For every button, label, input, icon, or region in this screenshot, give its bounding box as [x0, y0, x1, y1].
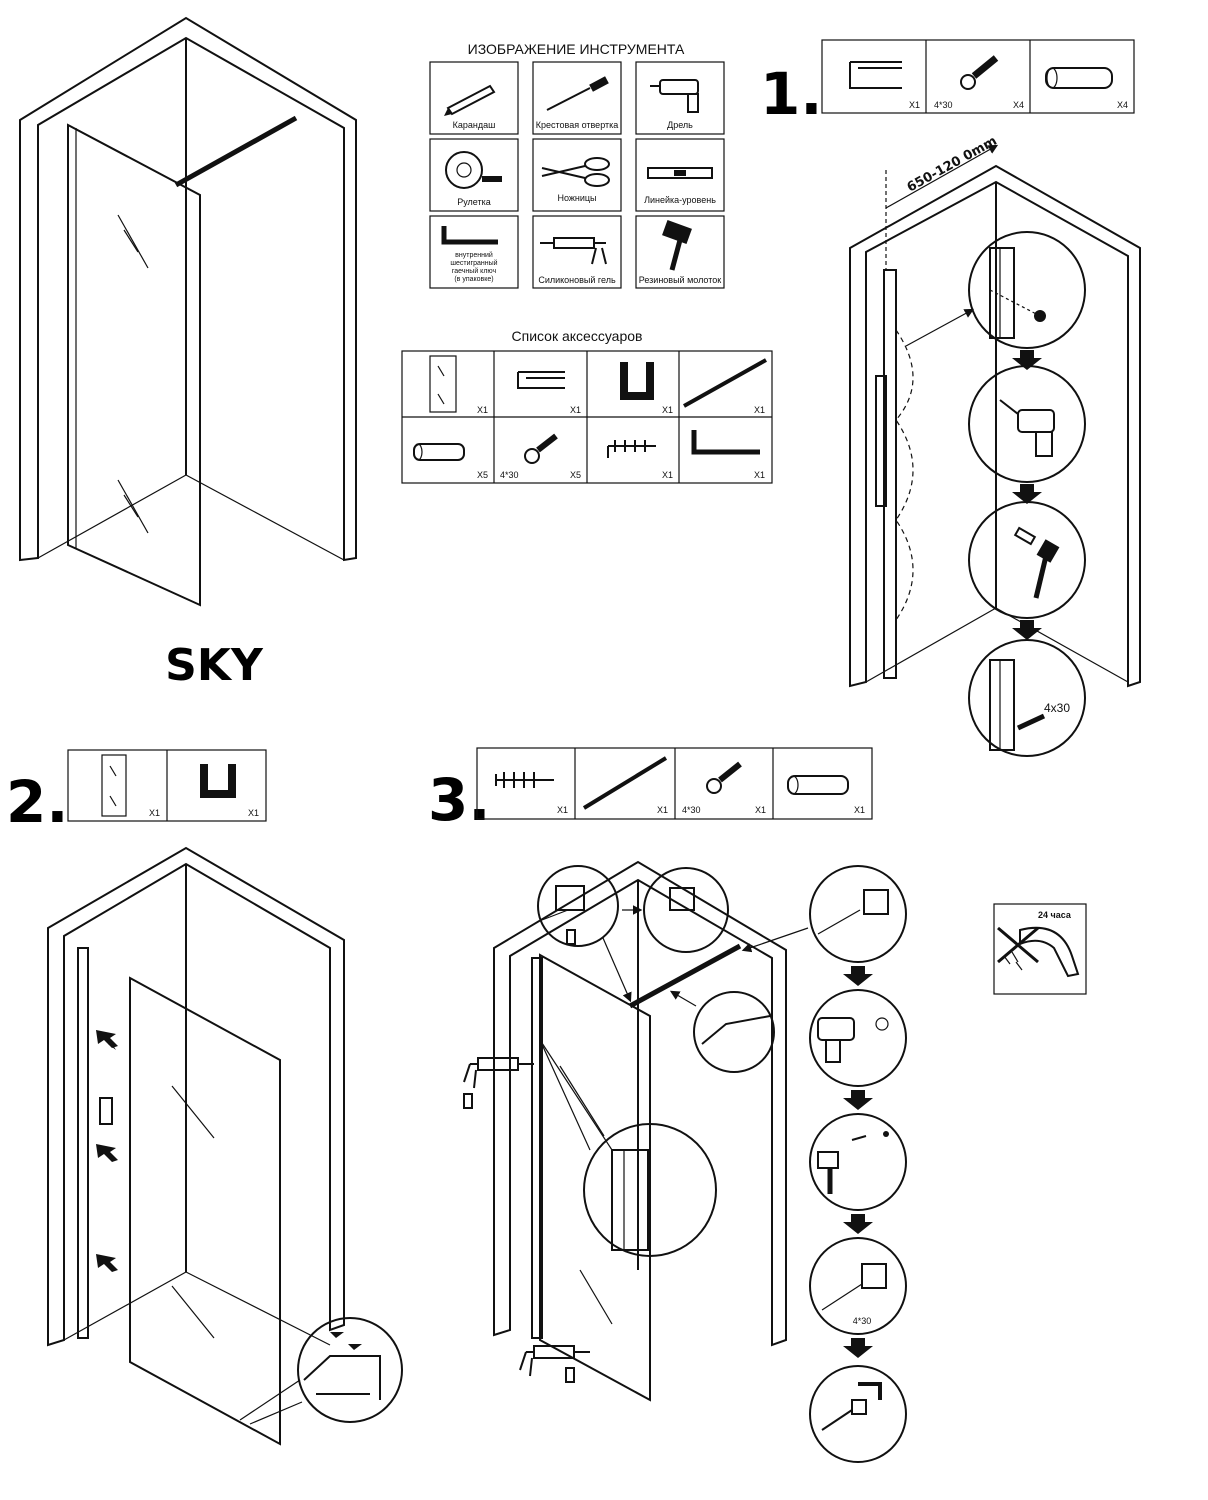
- tool-label-line: шестигранный: [450, 259, 497, 267]
- silicone-gun-icon: [463, 1057, 534, 1109]
- tool-label: Рулетка: [457, 197, 491, 207]
- support-bar-icon: [582, 756, 668, 810]
- accessory-qty: X1: [662, 470, 673, 480]
- step-3-parts: X1 X1 4*30 X1 X1: [476, 747, 873, 820]
- step-number: 1.: [760, 60, 822, 128]
- tool-label: Силиконовый гель: [538, 275, 616, 285]
- accessories-table: X1 X1 X1 X1 X5 4*30 X5 X1 X1: [401, 350, 773, 484]
- part-qty: X1: [909, 100, 920, 110]
- tool-label: Дрель: [667, 120, 693, 130]
- product-name: SKY: [165, 640, 264, 691]
- part-qty: X1: [557, 805, 568, 815]
- silicone-gun-icon: [540, 237, 607, 265]
- accessory-qty: X5: [477, 470, 488, 480]
- pencil-icon: [444, 84, 496, 116]
- screw-detail: [968, 639, 1086, 757]
- step-3-detail-sequence: 4*30: [741, 865, 907, 1463]
- accessory-qty: X1: [662, 405, 673, 415]
- tool-label: Резиновый молоток: [639, 275, 722, 285]
- screw-icon: [524, 433, 558, 464]
- tool-label-line: гаечный ключ: [452, 267, 497, 275]
- wall-plug-icon: [787, 775, 849, 795]
- glass-panel-icon: [101, 754, 127, 817]
- part-qty: X1: [854, 805, 865, 815]
- anchor-bolt-icon: [607, 440, 656, 458]
- part-qty: X4: [1117, 100, 1128, 110]
- screw-icon: [960, 55, 999, 90]
- level-ruler-icon: [647, 167, 713, 179]
- glass-panel-icon: [429, 355, 457, 413]
- hex-key-icon: [441, 226, 498, 245]
- silicone-gun-icon: [519, 1345, 590, 1383]
- drill-detail: [968, 365, 1086, 483]
- tools-grid: Карандаш Крестовая отвертка Дрель Рулетк…: [429, 61, 725, 289]
- part-qty: X1: [657, 805, 668, 815]
- sky-overview-drawing: [19, 16, 357, 607]
- accessory-qty: X1: [570, 405, 581, 415]
- support-bar-icon: [683, 358, 767, 408]
- drill-icon: [650, 79, 699, 113]
- screw-callout: 4x30: [1044, 701, 1070, 715]
- wall-plug-icon: [413, 443, 465, 461]
- step-number: 2.: [6, 768, 68, 836]
- step-1-parts: X1 4*30 X4 X4: [821, 39, 1135, 114]
- tool-label: Крестовая отвертка: [536, 120, 619, 130]
- tool-label-line: (в упаковке): [454, 276, 493, 283]
- tool-label: Карандаш: [453, 120, 496, 130]
- tool-label: Ножницы: [557, 193, 596, 203]
- no-shower-icon: [997, 926, 1080, 978]
- dimension-label: 650-120 0mm: [905, 134, 1000, 196]
- cure-notice: 24 часа: [993, 903, 1087, 995]
- step-number: 3.: [428, 766, 490, 834]
- u-channel-icon: [620, 362, 654, 400]
- step-1-drawing: 650-120 0mm: [849, 134, 1141, 688]
- tool-label-line: внутренний: [455, 251, 493, 259]
- mallet-detail: [968, 501, 1086, 619]
- scissors-icon: [541, 157, 610, 187]
- part-qty: X1: [149, 808, 160, 818]
- accessory-qty: X1: [754, 405, 765, 415]
- u-channel-icon: [200, 764, 236, 798]
- screwdriver-icon: [546, 76, 609, 111]
- step-2-parts: X1 X1: [67, 749, 267, 822]
- rubber-mallet-icon: [662, 220, 692, 271]
- accessories-heading: Список аксессуаров: [512, 328, 643, 344]
- part-size: 4*30: [934, 100, 953, 110]
- step-3-drawing: [463, 860, 787, 1402]
- accessory-qty: X1: [477, 405, 488, 415]
- anchor-bolt-icon: [495, 772, 554, 788]
- part-qty: X1: [248, 808, 259, 818]
- hex-key-icon: [691, 430, 760, 455]
- wall-profile-icon: [517, 371, 565, 389]
- screw-callout: 4*30: [853, 1316, 872, 1326]
- cure-time-label: 24 часа: [1038, 910, 1072, 920]
- accessory-qty: X5: [570, 470, 581, 480]
- part-size: 4*30: [682, 805, 701, 815]
- accessory-qty: X1: [754, 470, 765, 480]
- tape-measure-icon: [445, 151, 502, 189]
- accessory-size: 4*30: [500, 470, 519, 480]
- tools-heading: ИЗОБРАЖЕНИЕ ИНСТРУМЕНТА: [468, 41, 685, 57]
- part-qty: X4: [1013, 100, 1024, 110]
- wall-plug-icon: [1045, 67, 1113, 89]
- part-qty: X1: [755, 805, 766, 815]
- tool-label: Линейка-уровень: [644, 195, 716, 205]
- step-1-detail-sequence: 4x30: [968, 231, 1086, 757]
- screw-icon: [706, 761, 742, 794]
- step-2-drawing: [47, 846, 403, 1446]
- wall-profile-icon: [849, 61, 902, 89]
